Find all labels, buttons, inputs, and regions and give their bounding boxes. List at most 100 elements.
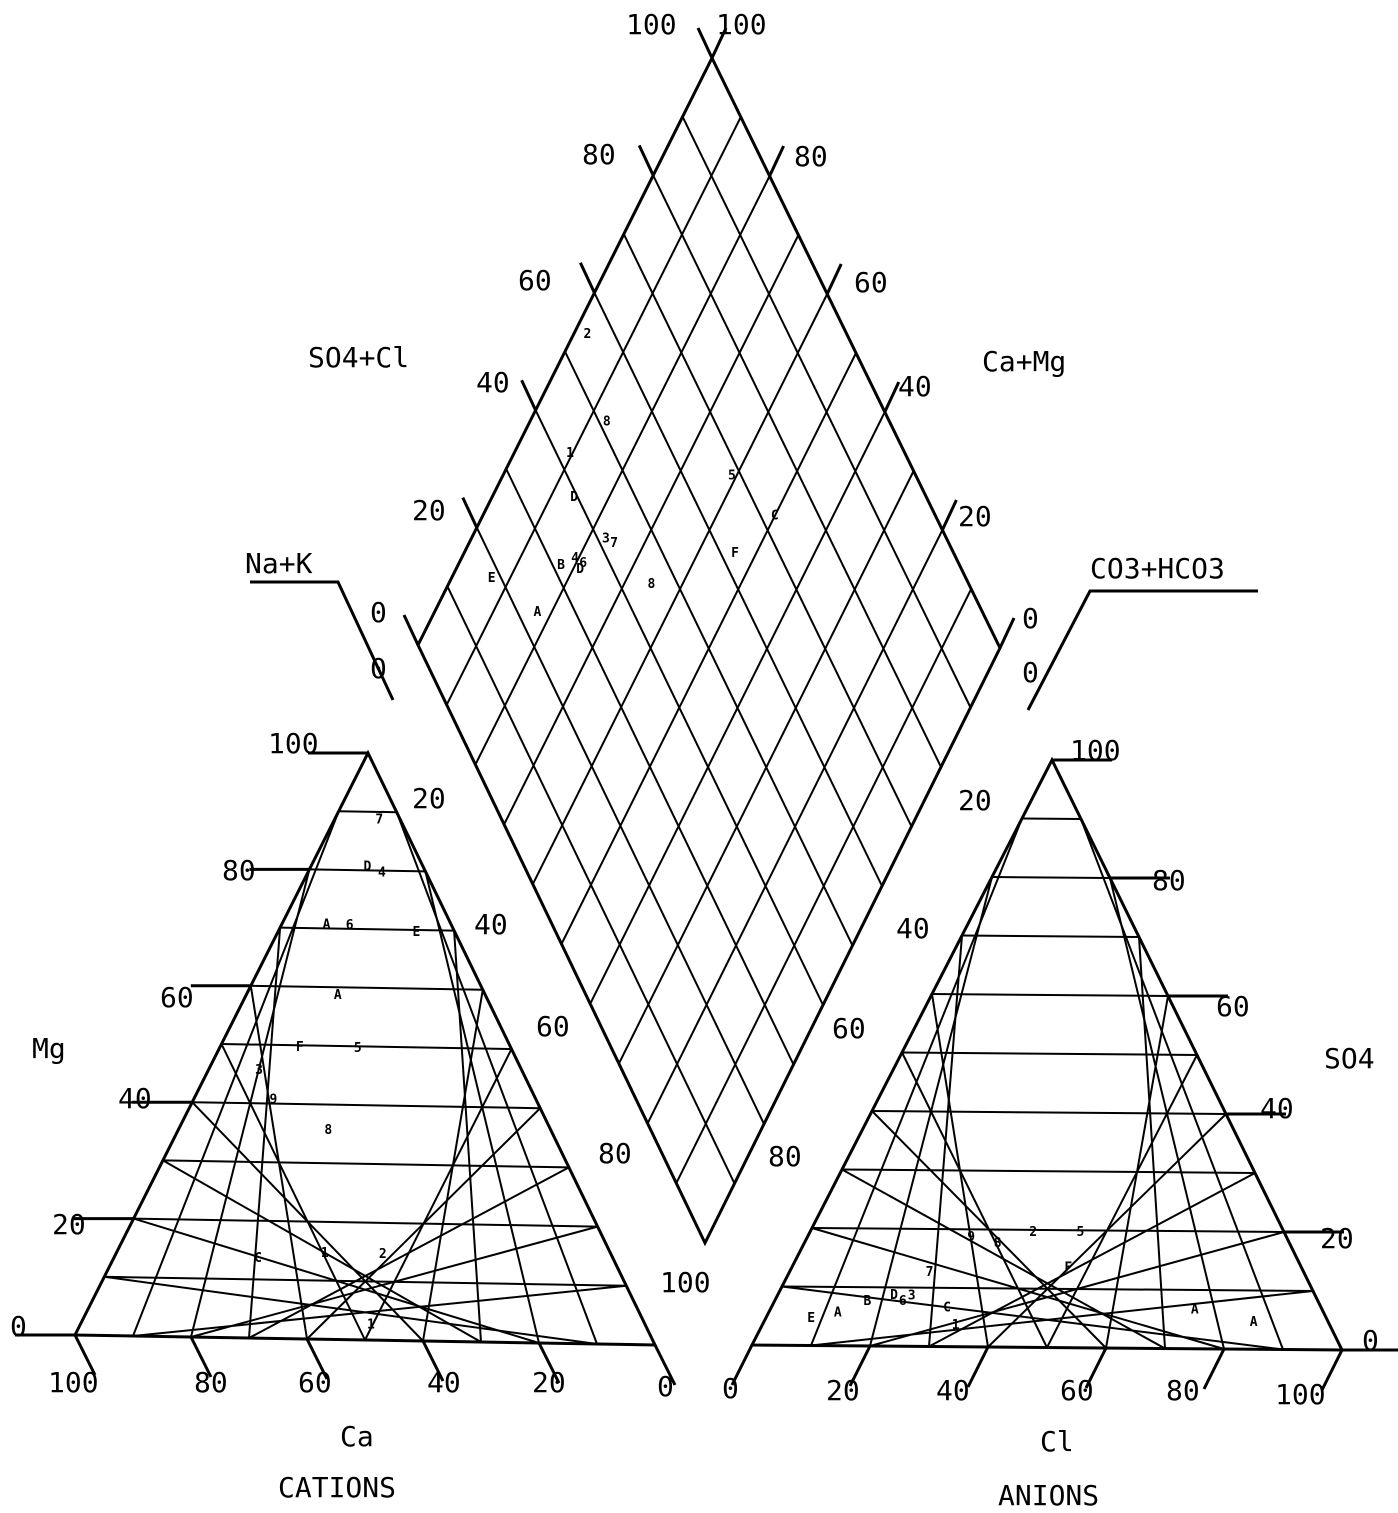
diamond-point: D xyxy=(576,562,584,577)
anion-grid-line xyxy=(781,1285,1284,1351)
anion-bottom-tick-label: 0 xyxy=(722,1372,739,1405)
cation-bottom-tick-label: 80 xyxy=(194,1366,228,1399)
anion-point: F xyxy=(1064,1260,1072,1275)
cation-grid-line xyxy=(364,1048,513,1341)
diamond-point: 7 xyxy=(610,536,618,551)
anion-grid-line xyxy=(1046,1054,1198,1348)
anion-bottom-label: Cl xyxy=(1040,1425,1074,1458)
diamond-grid xyxy=(416,54,1002,1247)
cation-triangle-grid xyxy=(72,749,658,1347)
cation-triangle-frame xyxy=(72,749,658,1347)
cation-point: 7 xyxy=(375,813,383,828)
diamond-upper-right-tick xyxy=(825,263,843,295)
anion-bottom-tick-label: 40 xyxy=(936,1374,970,1407)
anion-point: A xyxy=(1250,1315,1258,1330)
diamond-upper-left-tick xyxy=(637,144,655,177)
cation-point: 2 xyxy=(379,1247,387,1262)
diamond-point: 8 xyxy=(647,577,655,592)
cation-grid-line xyxy=(221,1043,512,1050)
diamond-point: C xyxy=(771,509,779,524)
anion-right-tick-label: 40 xyxy=(1260,1092,1294,1125)
cation-left-tick-label: 80 xyxy=(222,854,256,887)
cation-point: A xyxy=(334,988,342,1003)
cation-grid-line xyxy=(453,930,482,1343)
anion-point: D xyxy=(890,1288,898,1303)
cation-point: 5 xyxy=(354,1041,362,1056)
anion-point: 7 xyxy=(926,1265,934,1280)
anion-grid-line xyxy=(841,1168,1166,1350)
diamond-grid-line xyxy=(560,352,857,945)
cation-right-tick-label: 60 xyxy=(536,1010,570,1043)
anion-grid-line xyxy=(961,934,1140,938)
cation-point: C xyxy=(254,1251,262,1266)
cation-grid-line xyxy=(191,1101,424,1342)
diamond-grid-line xyxy=(646,529,944,1124)
cation-grid-line xyxy=(192,1101,541,1110)
diamond-grid-line xyxy=(652,174,942,768)
diamond-upper-right-tick xyxy=(710,27,728,59)
cation-point: 1 xyxy=(367,1317,375,1332)
diamond-lower-right-zero-label: 0 xyxy=(1022,656,1039,689)
cation-left-label: Mg xyxy=(32,1032,66,1065)
cation-point: 4 xyxy=(378,866,386,881)
diamond-point: 2 xyxy=(584,327,592,342)
diamond-upper-right-label: Ca+Mg xyxy=(982,345,1066,378)
anion-point: 5 xyxy=(1076,1225,1084,1240)
cation-grid-line xyxy=(422,989,484,1342)
anions-group-label: ANIONS xyxy=(998,1479,1099,1512)
diamond-upper-right-tick-label: 0 xyxy=(1022,602,1039,635)
anion-grid-line xyxy=(1138,936,1166,1349)
cation-bottom-tick-label: 20 xyxy=(532,1366,566,1399)
diamond-point: F xyxy=(731,546,739,561)
cation-right-tick-label: 20 xyxy=(412,782,446,815)
cation-point: 1 xyxy=(321,1246,329,1261)
diamond-point: 1 xyxy=(566,446,574,461)
diamond-upper-right-tick xyxy=(998,617,1016,649)
anion-point: 6 xyxy=(899,1294,907,1309)
anion-right-tick-label: 60 xyxy=(1216,990,1250,1023)
anion-point: C xyxy=(943,1300,951,1315)
diamond-grid-line xyxy=(681,116,972,708)
anion-bottom-tick xyxy=(966,1346,990,1388)
diamond-upper-right-tick-label: 20 xyxy=(958,500,992,533)
anion-point: E xyxy=(807,1311,815,1326)
cation-bottom-tick-label: 40 xyxy=(427,1366,461,1399)
diamond-upper-right-tick-label: 100 xyxy=(716,8,767,41)
anion-bottom-tick xyxy=(848,1345,872,1387)
anion-grid-line xyxy=(871,1110,1107,1349)
cation-point: F xyxy=(296,1040,304,1055)
cation-bottom-tick xyxy=(653,1344,677,1386)
diamond-upper-right-tick-label: 80 xyxy=(794,140,828,173)
anion-triangle-frame xyxy=(749,756,1345,1352)
diamond-lower-right-label: CO3+HCO3 xyxy=(1090,552,1225,585)
cation-grid-line xyxy=(338,810,397,814)
cation-grid-line xyxy=(309,868,426,873)
cation-bottom-tick xyxy=(189,1336,213,1378)
diamond-point: 4 xyxy=(571,551,579,566)
cation-bottom-tick xyxy=(537,1342,561,1384)
diamond-point: A xyxy=(534,605,542,620)
diamond-upper-right-tick xyxy=(883,381,901,413)
anion-bottom-tick-label: 60 xyxy=(1060,1374,1094,1407)
diamond-grid-line xyxy=(593,292,883,887)
diamond-grid-line xyxy=(589,411,886,1005)
cation-grid-line xyxy=(133,1217,598,1228)
anion-grid-line xyxy=(811,1227,1285,1233)
anion-grid-line xyxy=(871,1110,1227,1115)
cation-point: 8 xyxy=(324,1123,332,1138)
diamond-point: 6 xyxy=(579,556,587,571)
diamond-upper-left-tick-label: 60 xyxy=(518,264,552,297)
anion-grid-line xyxy=(901,1052,1048,1348)
diamond-frame xyxy=(416,54,1002,1247)
anion-point: B xyxy=(863,1294,871,1309)
diamond-upper-right-tick xyxy=(768,145,785,177)
co3-hco3-leader-line xyxy=(1026,589,1258,711)
diamond-point: 3 xyxy=(602,531,610,546)
anion-grid-line xyxy=(901,1051,1198,1056)
diamond-upper-right-tick-label: 60 xyxy=(854,266,888,299)
cation-point: E xyxy=(412,925,420,940)
diamond-upper-left-tick xyxy=(461,496,479,529)
